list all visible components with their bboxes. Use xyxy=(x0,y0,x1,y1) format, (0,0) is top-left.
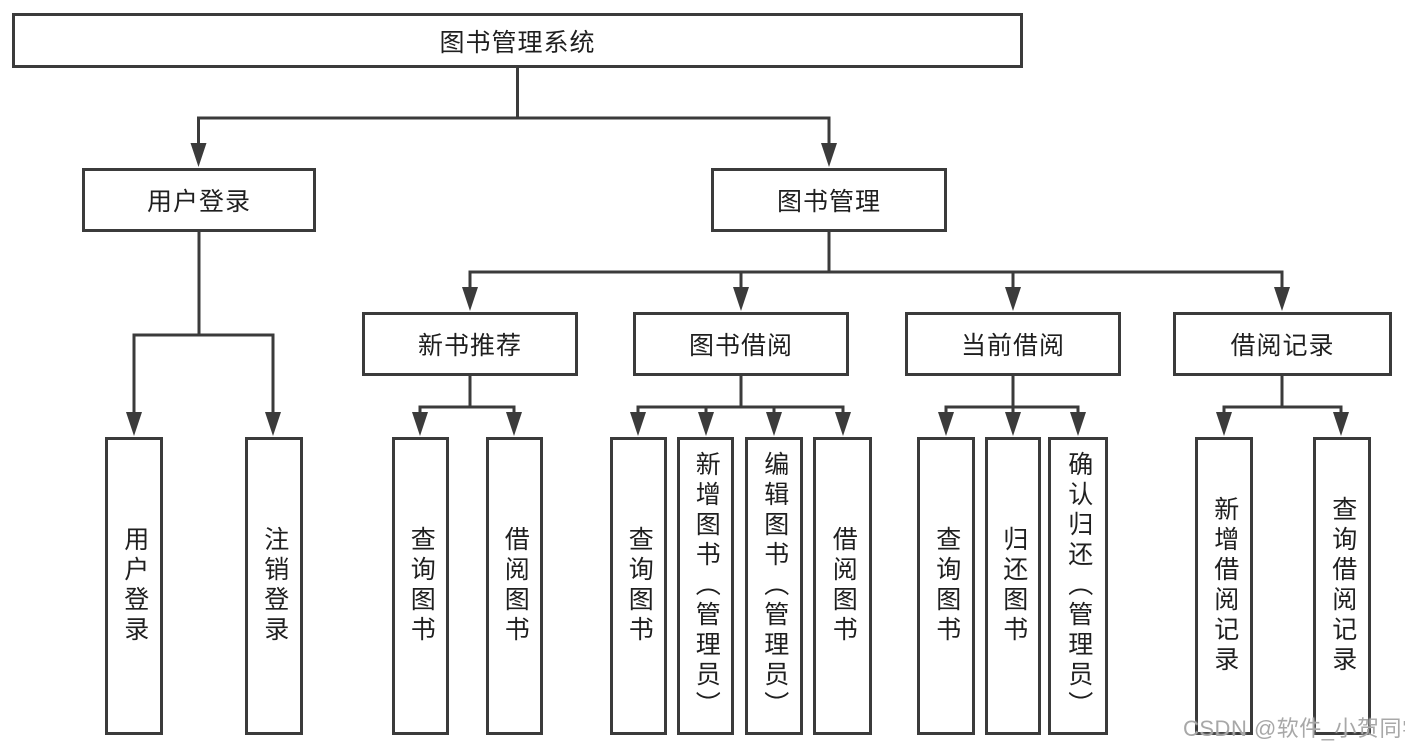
leaf-confirm-return-admin: 确认归还（管理员） xyxy=(1048,437,1108,735)
leaf-query-books-borrowing: 查询图书 xyxy=(610,437,667,735)
leaf-query-books-current: 查询图书 xyxy=(917,437,975,735)
leaf-user-login: 用户登录 xyxy=(105,437,163,735)
node-book-management: 图书管理 xyxy=(711,168,947,232)
leaf-query-books-recommend: 查询图书 xyxy=(392,437,449,735)
leaf-borrow-books-borrowing: 借阅图书 xyxy=(813,437,872,735)
leaf-logout: 注销登录 xyxy=(245,437,303,735)
leaf-edit-book-admin: 编辑图书（管理员） xyxy=(745,437,803,735)
leaf-borrow-books-recommend: 借阅图书 xyxy=(486,437,543,735)
node-new-book-recommendation: 新书推荐 xyxy=(362,312,578,376)
node-book-borrowing: 图书借阅 xyxy=(633,312,849,376)
watermark: CSDN @软件_小贺同学 xyxy=(1183,716,1405,741)
node-user-login: 用户登录 xyxy=(82,168,316,232)
leaf-query-borrow-record: 查询借阅记录 xyxy=(1313,437,1371,735)
leaf-add-borrow-record: 新增借阅记录 xyxy=(1195,437,1253,735)
node-borrowing-records: 借阅记录 xyxy=(1173,312,1392,376)
leaf-return-book: 归还图书 xyxy=(985,437,1041,735)
leaf-add-book-admin: 新增图书（管理员） xyxy=(677,437,734,735)
node-current-borrowing: 当前借阅 xyxy=(905,312,1121,376)
node-library-management-system: 图书管理系统 xyxy=(12,13,1023,68)
